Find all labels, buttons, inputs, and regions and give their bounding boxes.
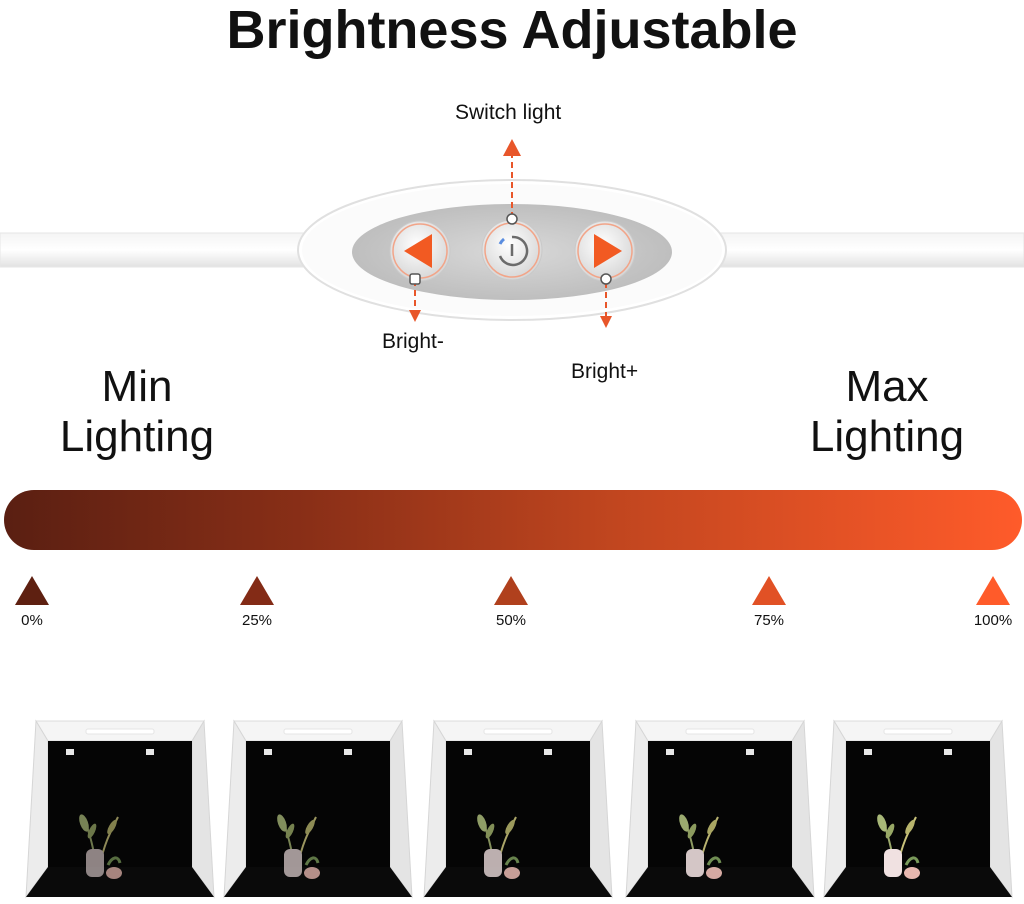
tick-label: 100% bbox=[973, 612, 1013, 629]
triangle-right-icon bbox=[594, 234, 622, 268]
tick-triangle-icon bbox=[976, 576, 1010, 605]
bright-plus-pointer bbox=[600, 273, 612, 328]
bright-minus-label: Bright- bbox=[382, 330, 444, 353]
brightness-gradient-bar bbox=[4, 490, 1022, 550]
tick-triangle-icon bbox=[15, 576, 49, 605]
power-icon bbox=[498, 235, 529, 267]
min-line-2: Lighting bbox=[59, 412, 215, 461]
min-lighting-label: Min Lighting bbox=[30, 362, 244, 462]
tick-label: 0% bbox=[21, 612, 43, 629]
triangle-left-icon bbox=[404, 234, 432, 268]
tick-50: 50% bbox=[488, 576, 534, 629]
tick-label: 50% bbox=[495, 612, 527, 629]
page-title: Brightness Adjustable bbox=[226, 0, 798, 60]
box-100-percent bbox=[820, 719, 1016, 899]
power-button[interactable] bbox=[481, 219, 543, 281]
bright-minus-pointer bbox=[409, 273, 421, 322]
box-0-percent bbox=[22, 719, 218, 899]
tick-100: 100% bbox=[970, 576, 1016, 629]
switch-pointer bbox=[503, 139, 521, 225]
box-25-percent bbox=[220, 719, 416, 899]
box-50-percent bbox=[420, 719, 616, 899]
tick-label: 75% bbox=[753, 612, 785, 629]
bright-minus-button[interactable] bbox=[389, 220, 451, 282]
tick-label: 25% bbox=[241, 612, 273, 629]
box-75-percent bbox=[622, 719, 818, 899]
tick-0: 0% bbox=[9, 576, 55, 629]
max-line-1: Max bbox=[845, 362, 929, 411]
tick-triangle-icon bbox=[240, 576, 274, 605]
max-line-2: Lighting bbox=[809, 412, 965, 461]
light-controller bbox=[0, 139, 1024, 328]
max-lighting-label: Max Lighting bbox=[780, 362, 994, 462]
tick-triangle-icon bbox=[494, 576, 528, 605]
switch-light-label: Switch light bbox=[455, 101, 562, 124]
tick-triangle-icon bbox=[752, 576, 786, 605]
min-line-1: Min bbox=[101, 362, 173, 411]
tick-75: 75% bbox=[746, 576, 792, 629]
bright-plus-label: Bright+ bbox=[571, 360, 639, 383]
bright-plus-button[interactable] bbox=[574, 220, 636, 282]
tick-25: 25% bbox=[234, 576, 280, 629]
